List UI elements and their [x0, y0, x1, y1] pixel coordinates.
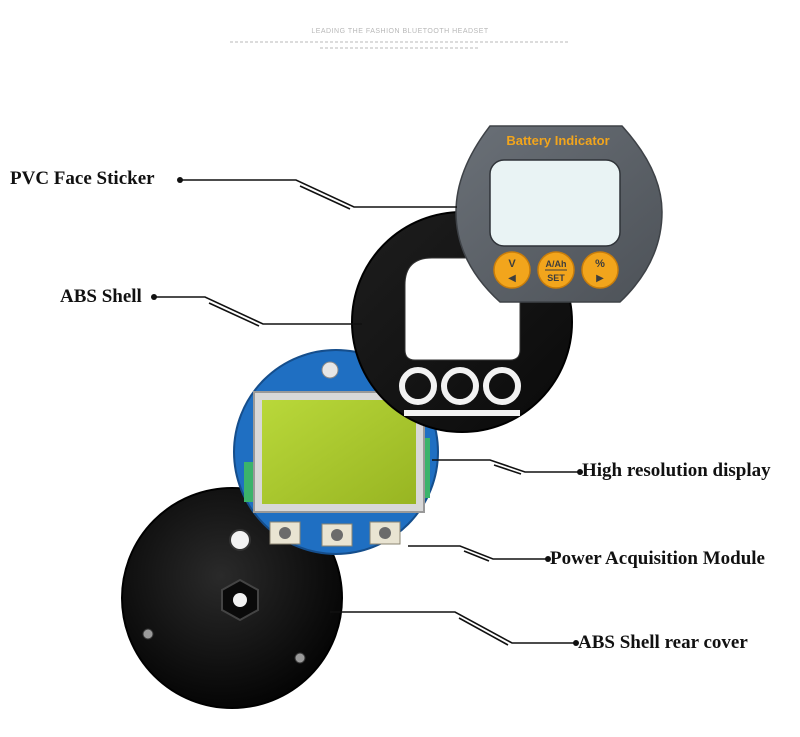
sticker-button-label-bottom: SET	[547, 273, 565, 283]
high-resolution-display	[253, 391, 425, 513]
screw-icon	[294, 652, 306, 664]
sticker-button-v: V ◀	[493, 251, 531, 289]
leader-line-display	[432, 459, 580, 473]
sticker-display-window	[489, 159, 621, 247]
sticker-button-label-top: %	[595, 258, 605, 270]
sticker-title: Battery Indicator	[506, 133, 609, 148]
pcb-mount-hole	[321, 361, 339, 379]
right-arrow-icon: ▶	[596, 273, 604, 284]
tact-switch	[369, 521, 401, 545]
sticker-button-label-top: V	[508, 258, 516, 270]
label-high-resolution-display: High resolution display	[582, 460, 771, 481]
shell-button-ring	[483, 367, 521, 405]
sticker-button-percent: % ▶	[581, 251, 619, 289]
leader-line-rear-cover	[330, 611, 576, 644]
shell-button-ring	[399, 367, 437, 405]
leader-lines	[154, 179, 580, 646]
rear-cover-hole	[233, 593, 247, 607]
pcb-connector	[244, 462, 254, 502]
header-subtitle-line	[230, 41, 570, 43]
shell-bottom-bar	[404, 410, 520, 416]
leader-dots	[151, 177, 583, 646]
label-pvc-face-sticker: PVC Face Sticker	[10, 168, 155, 189]
left-arrow-icon: ◀	[508, 273, 516, 284]
leader-line-abs-shell	[154, 296, 362, 325]
rear-cover-hole	[229, 529, 251, 551]
leader-line-module	[408, 545, 548, 560]
leader-line-pvc	[180, 179, 457, 208]
label-abs-shell-rear-cover: ABS Shell rear cover	[578, 632, 748, 653]
shell-button-ring	[441, 367, 479, 405]
sticker-button-label-top: A/Ah	[546, 259, 567, 269]
header-title: LEADING THE FASHION BLUETOOTH HEADSET	[311, 28, 489, 35]
tact-switch	[269, 521, 301, 545]
sticker-button-set: A/Ah SET	[537, 251, 575, 289]
tact-switch	[321, 523, 353, 547]
header-subtitle-line	[320, 47, 480, 49]
pvc-face-sticker: Battery Indicator V ◀ A/Ah SET % ▶	[455, 125, 663, 303]
screw-icon	[142, 628, 154, 640]
label-power-acquisition-module: Power Acquisition Module	[550, 548, 765, 569]
label-abs-shell: ABS Shell	[60, 286, 142, 307]
